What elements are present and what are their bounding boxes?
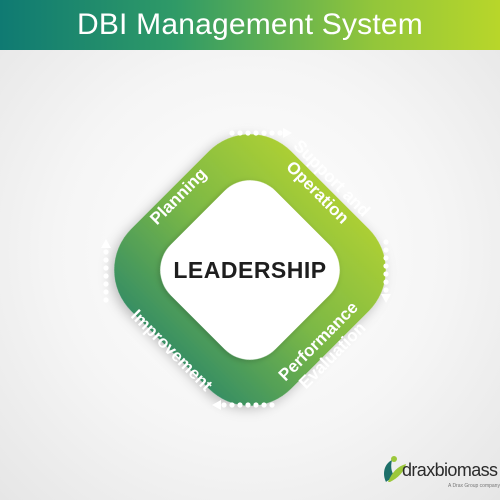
- arrow-dot: [277, 130, 283, 136]
- arrow-dot: [383, 279, 389, 285]
- arrow-planning-to-support: [229, 128, 292, 138]
- logo-tagline: A Drax Group company: [448, 483, 500, 489]
- arrowhead-icon: [381, 294, 391, 303]
- logo-wordmark: draxbiomass: [402, 460, 498, 480]
- leadership-center-panel: [160, 180, 340, 360]
- arrow-dot: [245, 130, 251, 136]
- arrow-dot: [383, 239, 389, 245]
- arrow-dot: [103, 249, 109, 255]
- drax-biomass-logo: draxbiomass A Drax Group company: [378, 452, 500, 496]
- arrow-support-to-performance: [381, 239, 391, 303]
- arrow-dot: [103, 273, 109, 279]
- arrow-dot: [261, 402, 267, 408]
- arrow-dot: [237, 402, 243, 408]
- arrow-dot: [383, 247, 389, 253]
- drax-leaf-icon: [384, 456, 406, 482]
- arrow-dot: [229, 130, 235, 136]
- arrow-dot: [103, 297, 109, 303]
- dotted-arrows: [101, 128, 391, 410]
- header-banner: DBI Management System: [0, 0, 500, 50]
- diagram-canvas: LEADERSHIP Planning Support and Operatio…: [0, 50, 500, 500]
- arrow-dot: [103, 265, 109, 271]
- leadership-label: LEADERSHIP: [173, 257, 326, 283]
- arrowhead-icon: [212, 400, 221, 410]
- arrow-dot: [269, 402, 275, 408]
- arrow-dot: [103, 281, 109, 287]
- arrow-dot: [383, 255, 389, 261]
- arrow-dot: [245, 402, 251, 408]
- arrow-dot: [237, 130, 243, 136]
- arrowhead-icon: [283, 128, 292, 138]
- arrow-dot: [383, 287, 389, 293]
- management-cycle-diagram: LEADERSHIP Planning Support and Operatio…: [101, 128, 391, 410]
- arrow-dot: [103, 289, 109, 295]
- arrow-dot: [229, 402, 235, 408]
- arrow-dot: [221, 402, 227, 408]
- arrow-dot: [103, 257, 109, 263]
- arrow-dot: [253, 130, 259, 136]
- page-title: DBI Management System: [76, 8, 423, 41]
- arrow-dot: [383, 263, 389, 269]
- arrow-dot: [269, 130, 275, 136]
- arrow-improvement-to-planning: [101, 239, 111, 303]
- arrow-dot: [253, 402, 259, 408]
- arrow-dot: [261, 130, 267, 136]
- arrow-dot: [383, 271, 389, 277]
- arrow-performance-to-improvement: [212, 400, 275, 410]
- arrowhead-icon: [101, 239, 111, 248]
